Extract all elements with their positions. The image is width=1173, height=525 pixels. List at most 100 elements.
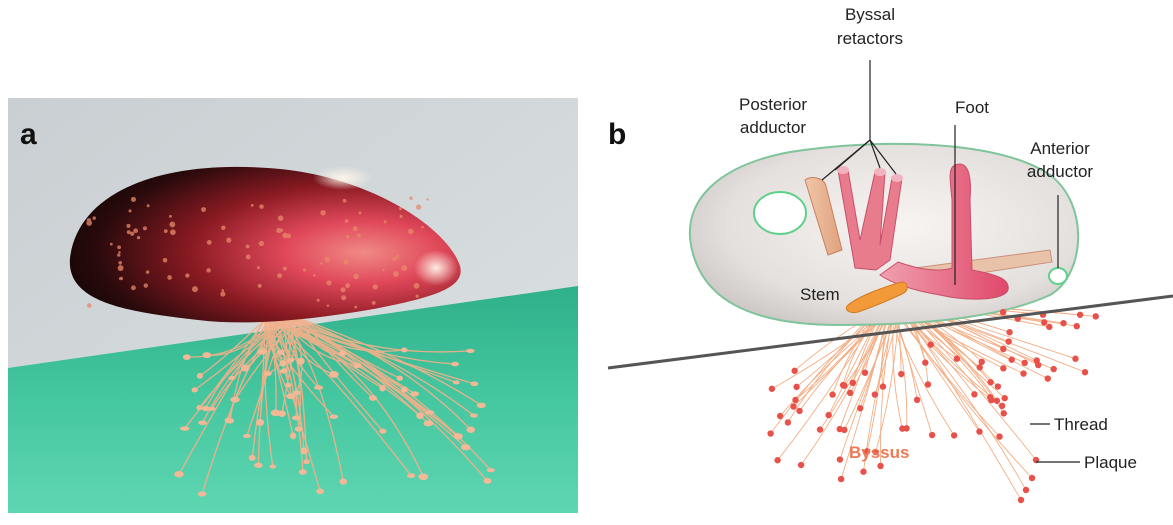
byssal-plaque [1029, 475, 1035, 481]
shell-spot [257, 266, 260, 269]
byssal-plaque [451, 362, 459, 367]
shell-spot [206, 268, 210, 272]
byssal-plaque [925, 381, 931, 387]
shell-spot [163, 258, 168, 263]
byssal-plaque [847, 390, 853, 396]
byssal-plaque [401, 348, 407, 353]
byssal-plaque [1050, 366, 1056, 372]
byssal-plaque [285, 383, 291, 388]
shell-spot [354, 306, 357, 309]
byssal-plaque [180, 426, 189, 430]
byssal-plaque [314, 385, 323, 389]
shell-spot [426, 198, 428, 200]
shell-highlight [414, 250, 458, 286]
byssal-plaque [288, 358, 295, 363]
shell-spot [282, 233, 288, 239]
byssal-plaque [1002, 395, 1008, 401]
byssal-plaque [1000, 309, 1006, 315]
byssal-plaque [243, 434, 251, 438]
byssal-plaque [1082, 369, 1088, 375]
panel-b-diagram: Byssal retactors Posterior adductor Foot… [580, 0, 1173, 520]
byssal-plaque [241, 365, 249, 372]
label-posterior-adductor-2: adductor [740, 118, 806, 137]
byssal-plaque [829, 391, 835, 397]
diagram-byssal-plaques [767, 309, 1099, 503]
byssal-plaque [196, 405, 202, 410]
byssal-plaque [174, 471, 183, 477]
byssal-plaque [1018, 497, 1024, 503]
byssal-plaque [914, 397, 920, 403]
anterior-adductor-muscle [1049, 268, 1067, 284]
shell-spot [146, 270, 149, 273]
byssal-plaque [1000, 346, 1006, 352]
byssal-plaque [316, 489, 324, 495]
shell-spot [277, 273, 282, 278]
shell-spot [408, 229, 414, 235]
byssal-plaque [774, 457, 780, 463]
byssal-plaque [922, 359, 928, 365]
byssal-plaque [483, 478, 491, 484]
byssal-plaque [977, 364, 983, 370]
shell-spot [313, 274, 315, 276]
byssal-plaque [339, 350, 346, 356]
byssal-plaque [857, 405, 863, 411]
shell-spot [117, 245, 121, 249]
byssal-plaque [290, 432, 296, 439]
byssal-plaque [1006, 329, 1012, 335]
shell-spot [117, 254, 120, 257]
shell-spot [283, 267, 287, 271]
shell-spot [393, 271, 399, 277]
shell-spot [384, 220, 387, 223]
byssal-plaque [369, 395, 377, 401]
byssal-plaque [785, 419, 791, 425]
byssal-plaque [994, 398, 1000, 404]
byssal-plaque [424, 420, 434, 426]
shell-spot [259, 204, 264, 209]
retractor-tip [874, 168, 886, 176]
shell-spot [220, 292, 225, 297]
shell-spot [258, 284, 262, 288]
shell-spot [169, 215, 172, 218]
byssal-plaque [297, 358, 305, 365]
byssal-plaque [1034, 357, 1040, 363]
byssal-plaque [470, 413, 478, 417]
panel-a-letter: a [20, 118, 37, 152]
shell-spot [133, 228, 138, 233]
shell-spot [343, 260, 348, 265]
byssal-plaque [228, 376, 235, 380]
shell-spot [396, 255, 399, 258]
shell-spot [246, 254, 251, 259]
byssal-plaque [1060, 320, 1066, 326]
byssal-plaque [791, 368, 797, 374]
label-byssal-retractors-2: retactors [837, 29, 903, 48]
byssal-plaque [254, 463, 262, 468]
shell-spot [345, 283, 350, 288]
posterior-adductor-muscle [754, 192, 806, 234]
byssal-plaque [1074, 323, 1080, 329]
byssal-plaque [487, 468, 495, 472]
shell-spot [343, 199, 347, 203]
shell-spot [414, 283, 420, 289]
shell-spot [131, 197, 136, 202]
byssal-plaque [379, 429, 386, 434]
shell-spot [167, 275, 172, 280]
byssal-plaque [1005, 338, 1011, 344]
byssal-plaque [1001, 410, 1007, 416]
shell-spot [226, 238, 231, 243]
byssal-plaque [777, 413, 783, 419]
byssal-plaque [292, 416, 301, 420]
shell-spot [399, 215, 402, 218]
byssal-plaque [1077, 312, 1083, 318]
byssal-plaque [1045, 375, 1051, 381]
byssal-plaque [898, 371, 904, 377]
byssal-plaque [825, 412, 831, 418]
byssal-plaque [340, 478, 347, 484]
byssal-plaque [1072, 356, 1078, 362]
byssal-plaque [192, 387, 198, 392]
shell-spot [325, 257, 330, 262]
shell-spot [126, 224, 130, 228]
shell-spot [399, 207, 402, 210]
shell-spot [147, 204, 150, 207]
byssal-plaque [197, 373, 203, 379]
shell-spot [382, 269, 384, 271]
